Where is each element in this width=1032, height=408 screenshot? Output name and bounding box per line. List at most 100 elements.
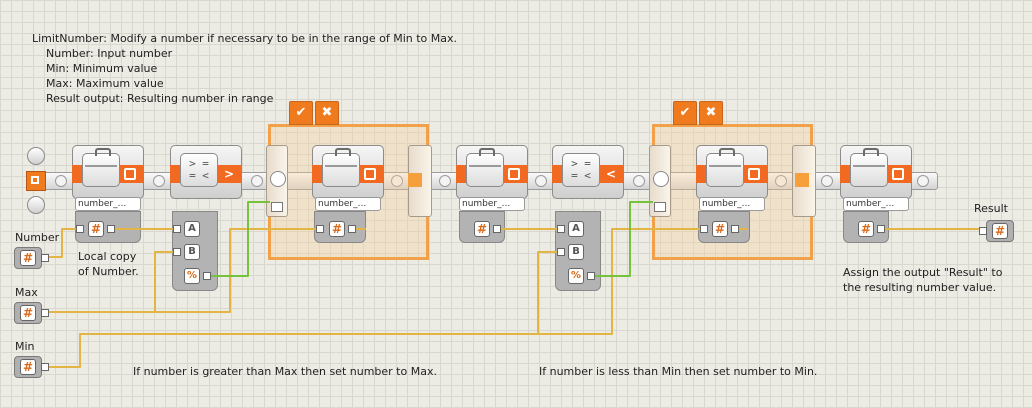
- number-param-plug[interactable]: #: [20, 250, 36, 266]
- result-output-block[interactable]: #: [986, 220, 1014, 242]
- start-point-icon[interactable]: [26, 171, 46, 191]
- param-min: Min: Minimum value: [46, 62, 158, 75]
- max-param-label: Max: [15, 286, 38, 299]
- compare-1-a-input[interactable]: [173, 225, 181, 233]
- variable-1-output-port[interactable]: [107, 225, 115, 233]
- variable-2-output-port[interactable]: [348, 225, 356, 233]
- variable-5-number-plug[interactable]: #: [858, 221, 874, 237]
- switch2-tabs[interactable]: ✔ ✖: [673, 101, 725, 125]
- switch2-logic-input[interactable]: [654, 202, 666, 212]
- variable-block-3[interactable]: number_...: [456, 145, 528, 211]
- switch1-logic-input[interactable]: [271, 202, 283, 212]
- result-output-input[interactable]: [979, 227, 987, 235]
- min-param-block[interactable]: #: [14, 356, 42, 378]
- switch2-beam-segment: [795, 173, 809, 187]
- greater-than-comment: If number is greater than Max then set n…: [133, 365, 437, 378]
- assign-note-line2: the resulting number value.: [843, 281, 997, 294]
- beam-hole: [55, 175, 67, 187]
- variable-name-label: number_...: [459, 197, 525, 211]
- less-than-comment: If number is less than Min then set numb…: [539, 365, 818, 378]
- program-title: LimitNumber: Modify a number if necessar…: [32, 32, 458, 45]
- number-param-output[interactable]: [41, 254, 49, 262]
- suitcase-icon: [322, 148, 360, 187]
- switch1-tabs[interactable]: ✔ ✖: [289, 101, 341, 125]
- variable-1-number-plug[interactable]: #: [88, 221, 104, 237]
- compare-block-less[interactable]: > == < <: [552, 145, 624, 211]
- compare-2-a-plug[interactable]: A: [568, 221, 584, 237]
- max-param-plug[interactable]: #: [20, 305, 36, 321]
- switch1-input-edge[interactable]: [266, 145, 288, 217]
- switch1-true-tab[interactable]: ✔: [289, 101, 313, 125]
- number-param-block[interactable]: #: [14, 247, 42, 269]
- number-param-label: Number: [15, 231, 60, 244]
- compare-1-result-plug[interactable]: %: [184, 268, 200, 284]
- compare-operator: >: [223, 167, 234, 181]
- switch2-condition-plug[interactable]: [653, 171, 669, 187]
- beam-hole: [439, 175, 451, 187]
- start-node-bottom[interactable]: [27, 196, 45, 214]
- compare-icon: > == <: [562, 153, 600, 187]
- read-mode-icon: [508, 168, 520, 180]
- variable-4-number-plug[interactable]: #: [712, 221, 728, 237]
- min-param-plug[interactable]: #: [20, 359, 36, 375]
- compare-2-b-input[interactable]: [557, 248, 565, 256]
- suitcase-icon: [850, 148, 888, 187]
- variable-name-label: number_...: [75, 197, 141, 211]
- write-mode-icon: [748, 168, 760, 180]
- wire-compare1-to-switch1: [209, 201, 270, 277]
- compare-1-a-plug[interactable]: A: [184, 221, 200, 237]
- start-node-top[interactable]: [27, 147, 45, 165]
- switch2-true-tab[interactable]: ✔: [673, 101, 697, 125]
- param-result: Result output: Resulting number in range: [46, 92, 274, 105]
- beam-hole: [391, 175, 403, 187]
- variable-block-1[interactable]: number_...: [72, 145, 144, 211]
- max-param-output[interactable]: [41, 309, 49, 317]
- max-param-block[interactable]: #: [14, 302, 42, 324]
- beam-hole: [917, 175, 929, 187]
- local-copy-note-line2: of Number.: [78, 265, 139, 278]
- variable-block-2[interactable]: number_...: [312, 145, 384, 211]
- variable-name-label: number_...: [315, 197, 381, 211]
- write-mode-icon: [364, 168, 376, 180]
- variable-3-number-plug[interactable]: #: [474, 221, 490, 237]
- switch1-false-tab[interactable]: ✖: [315, 101, 339, 125]
- switch2-false-tab[interactable]: ✖: [699, 101, 723, 125]
- min-param-label: Min: [15, 340, 35, 353]
- variable-2-number-plug[interactable]: #: [329, 221, 345, 237]
- variable-2-input-port[interactable]: [316, 225, 324, 233]
- beam-hole: [251, 175, 263, 187]
- suitcase-icon: [82, 148, 120, 187]
- switch1-condition-plug[interactable]: [270, 171, 286, 187]
- compare-operator: <: [605, 167, 616, 181]
- result-output-plug[interactable]: #: [992, 223, 1008, 239]
- compare-1-b-plug[interactable]: B: [184, 244, 200, 260]
- write-mode-icon: [124, 168, 136, 180]
- beam-hole: [535, 175, 547, 187]
- compare-2-a-input[interactable]: [557, 225, 565, 233]
- variable-block-4[interactable]: number_...: [696, 145, 768, 211]
- variable-4-output-port[interactable]: [731, 225, 739, 233]
- compare-icon: > == <: [180, 153, 218, 187]
- compare-2-result-plug[interactable]: %: [568, 268, 584, 284]
- variable-4-input-port[interactable]: [700, 225, 708, 233]
- variable-name-label: number_...: [699, 197, 765, 211]
- variable-block-5[interactable]: number_...: [840, 145, 912, 211]
- compare-1-b-input[interactable]: [173, 248, 181, 256]
- beam-hole: [821, 175, 833, 187]
- variable-5-output-port[interactable]: [877, 225, 885, 233]
- suitcase-icon: [706, 148, 744, 187]
- compare-block-greater[interactable]: > == < >: [170, 145, 242, 211]
- variable-3-output-port[interactable]: [493, 225, 501, 233]
- variable-name-label: number_...: [843, 197, 909, 211]
- switch1-beam-segment: [408, 173, 422, 187]
- wire-compare2-to-switch2: [593, 201, 653, 277]
- result-output-label: Result: [974, 202, 1008, 215]
- compare-1-result-output[interactable]: [203, 272, 211, 280]
- param-number: Number: Input number: [46, 47, 173, 60]
- compare-2-b-plug[interactable]: B: [568, 244, 584, 260]
- param-max: Max: Maximum value: [46, 77, 164, 90]
- min-param-output[interactable]: [41, 363, 49, 371]
- switch2-input-edge[interactable]: [649, 145, 671, 217]
- variable-1-input-port[interactable]: [76, 225, 84, 233]
- compare-2-result-output[interactable]: [587, 272, 595, 280]
